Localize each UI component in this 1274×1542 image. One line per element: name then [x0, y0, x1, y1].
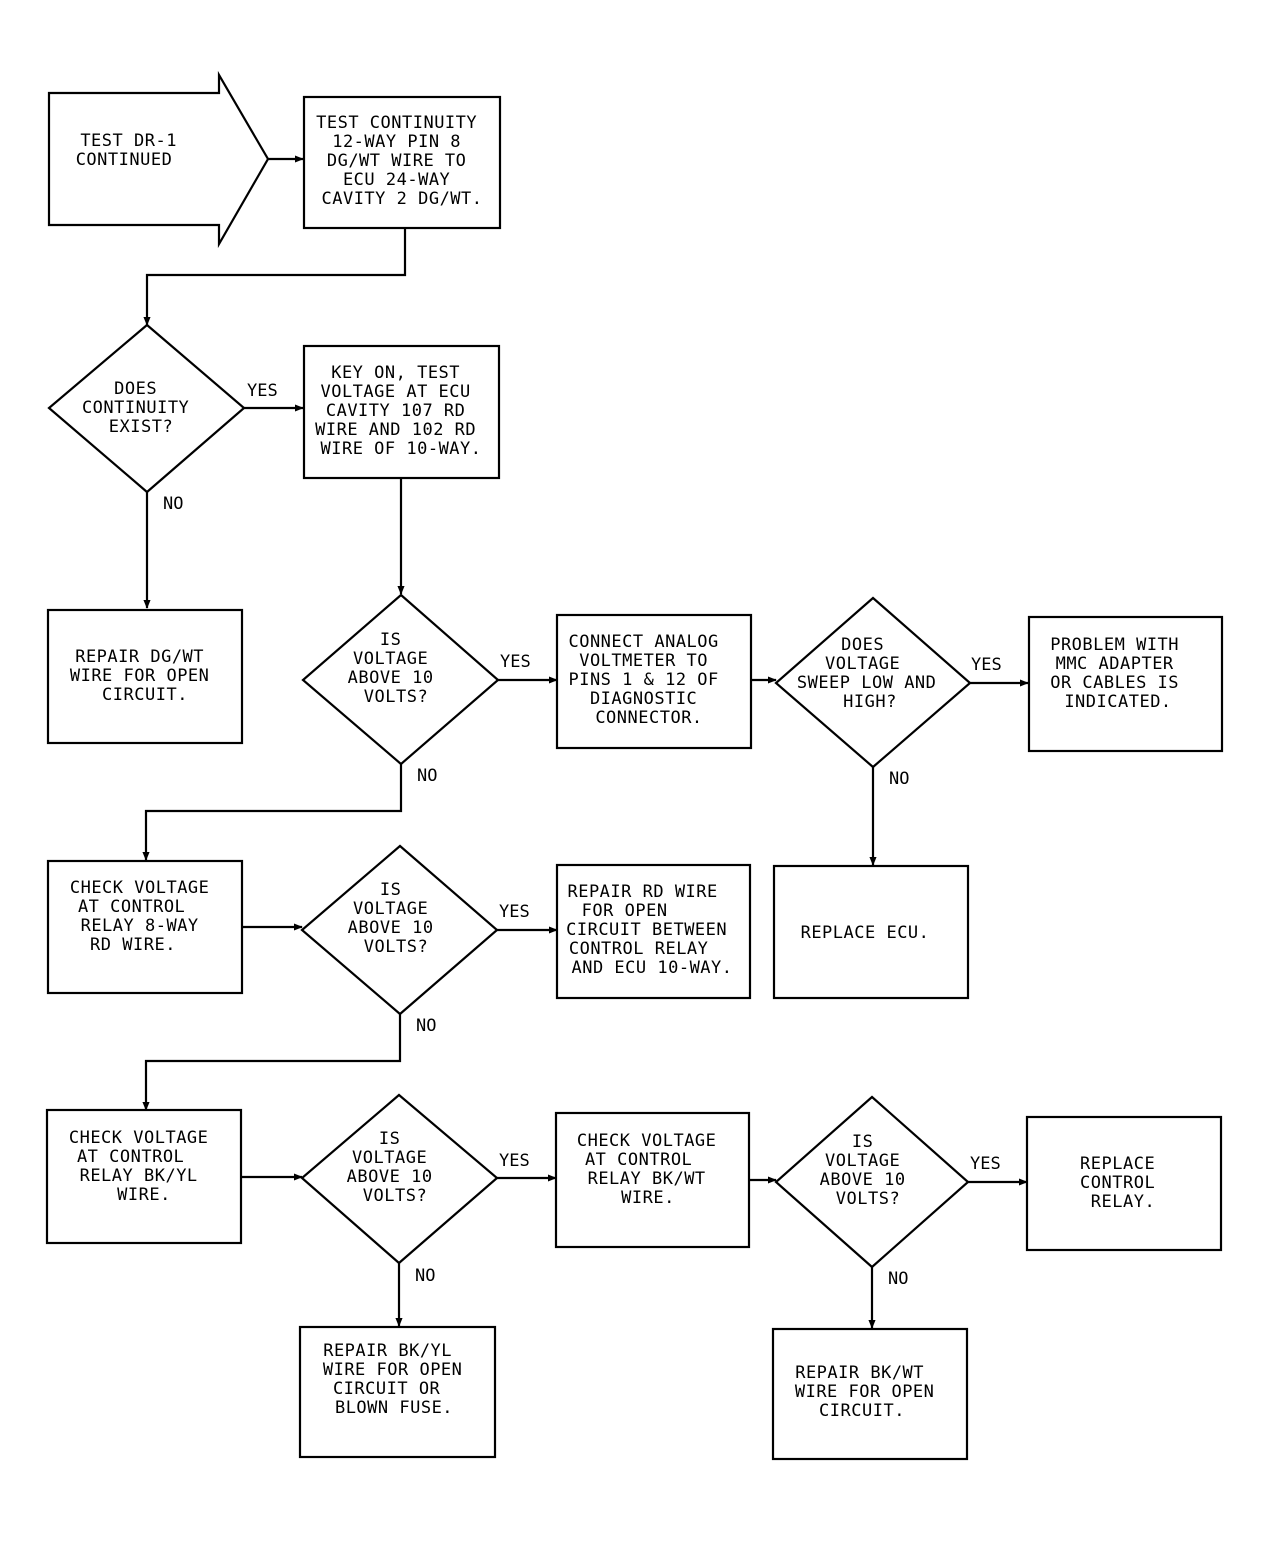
- yes-label-continuity: YES: [247, 381, 278, 401]
- connector-test-to-q-continuity: [143, 228, 407, 326]
- replace-ecu-box: [772, 864, 970, 1000]
- repair-bkyl-box: [298, 1325, 497, 1459]
- replace-relay-box: [1025, 1115, 1223, 1252]
- connectors: [142, 155, 1029, 1329]
- repair-rd-label: REPAIR RD WIRE FOR OPEN CIRCUIT BETWEEN …: [566, 882, 738, 978]
- yes-label-voltage-2: YES: [499, 902, 530, 922]
- connector-voltage-2-no: [142, 1014, 402, 1111]
- check-relay-rd-box: [46, 859, 244, 995]
- q-voltage-1-label: IS VOLTAGE ABOVE 10 VOLTS?: [348, 630, 445, 707]
- no-label-sweep: NO: [889, 769, 909, 789]
- yes-label-voltage-4: YES: [970, 1154, 1001, 1174]
- start-label: TEST DR-1 CONTINUED: [76, 131, 188, 170]
- problem-mmc-box: [1027, 615, 1224, 753]
- key-on-test-box: [302, 344, 501, 480]
- q-voltage-4-diamond: [774, 1095, 970, 1269]
- q-continuity-label: DOES CONTINUITY EXIST?: [82, 379, 200, 437]
- check-relay-bkwt-label: CHECK VOLTAGE AT CONTROL RELAY BK/WT WIR…: [577, 1131, 727, 1208]
- shapes: [45, 70, 1224, 1461]
- replace-relay-label: REPLACE CONTROL RELAY.: [1080, 1154, 1166, 1212]
- check-relay-bkyl-label: CHECK VOLTAGE AT CONTROL RELAY BK/YL WIR…: [69, 1128, 219, 1205]
- check-relay-bkyl-box: [45, 1108, 243, 1245]
- repair-bkwt-label: REPAIR BK/WT WIRE FOR OPEN CIRCUIT.: [795, 1363, 945, 1421]
- no-label-continuity: NO: [163, 494, 183, 514]
- q-voltage-3-label: IS VOLTAGE ABOVE 10 VOLTS?: [347, 1129, 444, 1206]
- test-continuity-box: [302, 95, 502, 230]
- yes-label-voltage-3: YES: [499, 1151, 530, 1171]
- connect-voltmeter-box: [555, 613, 753, 750]
- q-voltage-3-diamond: [300, 1093, 499, 1265]
- q-voltage-2-diamond: [300, 844, 499, 1016]
- repair-dgwt-box: [46, 608, 244, 745]
- yes-label-voltage-1: YES: [500, 652, 531, 672]
- repair-rd-box: [555, 863, 752, 1000]
- replace-ecu-label: REPLACE ECU.: [801, 923, 930, 943]
- connector-voltage-1-no: [142, 764, 403, 861]
- start-arrow-shape: [47, 70, 270, 249]
- no-label-voltage-2: NO: [416, 1016, 436, 1036]
- no-label-voltage-3: NO: [415, 1266, 435, 1286]
- test-continuity-label: TEST CONTINUITY 12-WAY PIN 8 DG/WT WIRE …: [316, 113, 488, 209]
- repair-dgwt-label: REPAIR DG/WT WIRE FOR OPEN CIRCUIT.: [70, 647, 220, 705]
- connect-voltmeter-label: CONNECT ANALOG VOLTMETER TO PINS 1 & 12 …: [568, 632, 729, 728]
- q-voltage-4-label: IS VOLTAGE ABOVE 10 VOLTS?: [820, 1132, 917, 1209]
- repair-bkyl-label: REPAIR BK/YL WIRE FOR OPEN CIRCUIT OR BL…: [323, 1341, 473, 1418]
- q-continuity-diamond: [47, 323, 246, 494]
- yes-label-sweep: YES: [971, 655, 1002, 675]
- q-sweep-diamond: [774, 596, 972, 769]
- no-label-voltage-4: NO: [888, 1269, 908, 1289]
- q-voltage-2-label: IS VOLTAGE ABOVE 10 VOLTS?: [348, 880, 445, 957]
- problem-mmc-label: PROBLEM WITH MMC ADAPTER OR CABLES IS IN…: [1050, 635, 1190, 712]
- q-sweep-label: DOES VOLTAGE SWEEP LOW AND HIGH?: [797, 635, 947, 712]
- key-on-test-label: KEY ON, TEST VOLTAGE AT ECU CAVITY 107 R…: [315, 363, 487, 459]
- repair-bkwt-box: [771, 1327, 969, 1461]
- no-label-voltage-1: NO: [417, 766, 437, 786]
- q-voltage-1-diamond: [301, 593, 500, 766]
- check-relay-rd-label: CHECK VOLTAGE AT CONTROL RELAY 8-WAY RD …: [70, 878, 220, 955]
- check-relay-bkwt-box: [554, 1111, 751, 1249]
